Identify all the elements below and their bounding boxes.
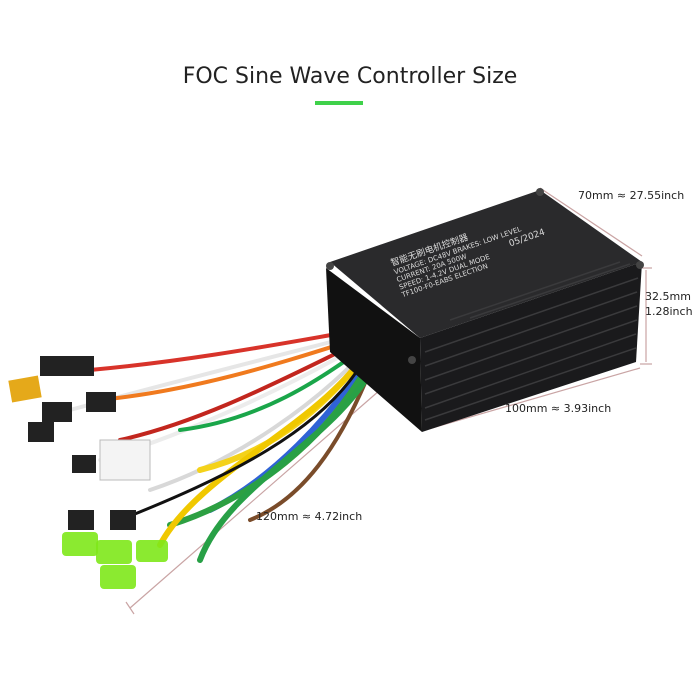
controller-housing — [326, 188, 644, 432]
cable-length-dimension-line — [129, 389, 381, 609]
length-dimension-line — [431, 367, 641, 429]
title-underline — [315, 101, 363, 105]
width-label: 70mm ≈ 27.55inch — [578, 189, 685, 202]
page-title: FOC Sine Wave Controller Size — [182, 64, 518, 89]
length-label: 100mm ≈ 3.93inch — [505, 402, 612, 415]
height-inch-label: 1.28inch — [645, 305, 693, 318]
height-mm-label: 32.5mm — [645, 290, 691, 303]
cable-length-label: 120mm ≈ 4.72inch — [256, 510, 363, 523]
width-dimension-line — [539, 187, 643, 257]
connectors — [8, 356, 168, 589]
